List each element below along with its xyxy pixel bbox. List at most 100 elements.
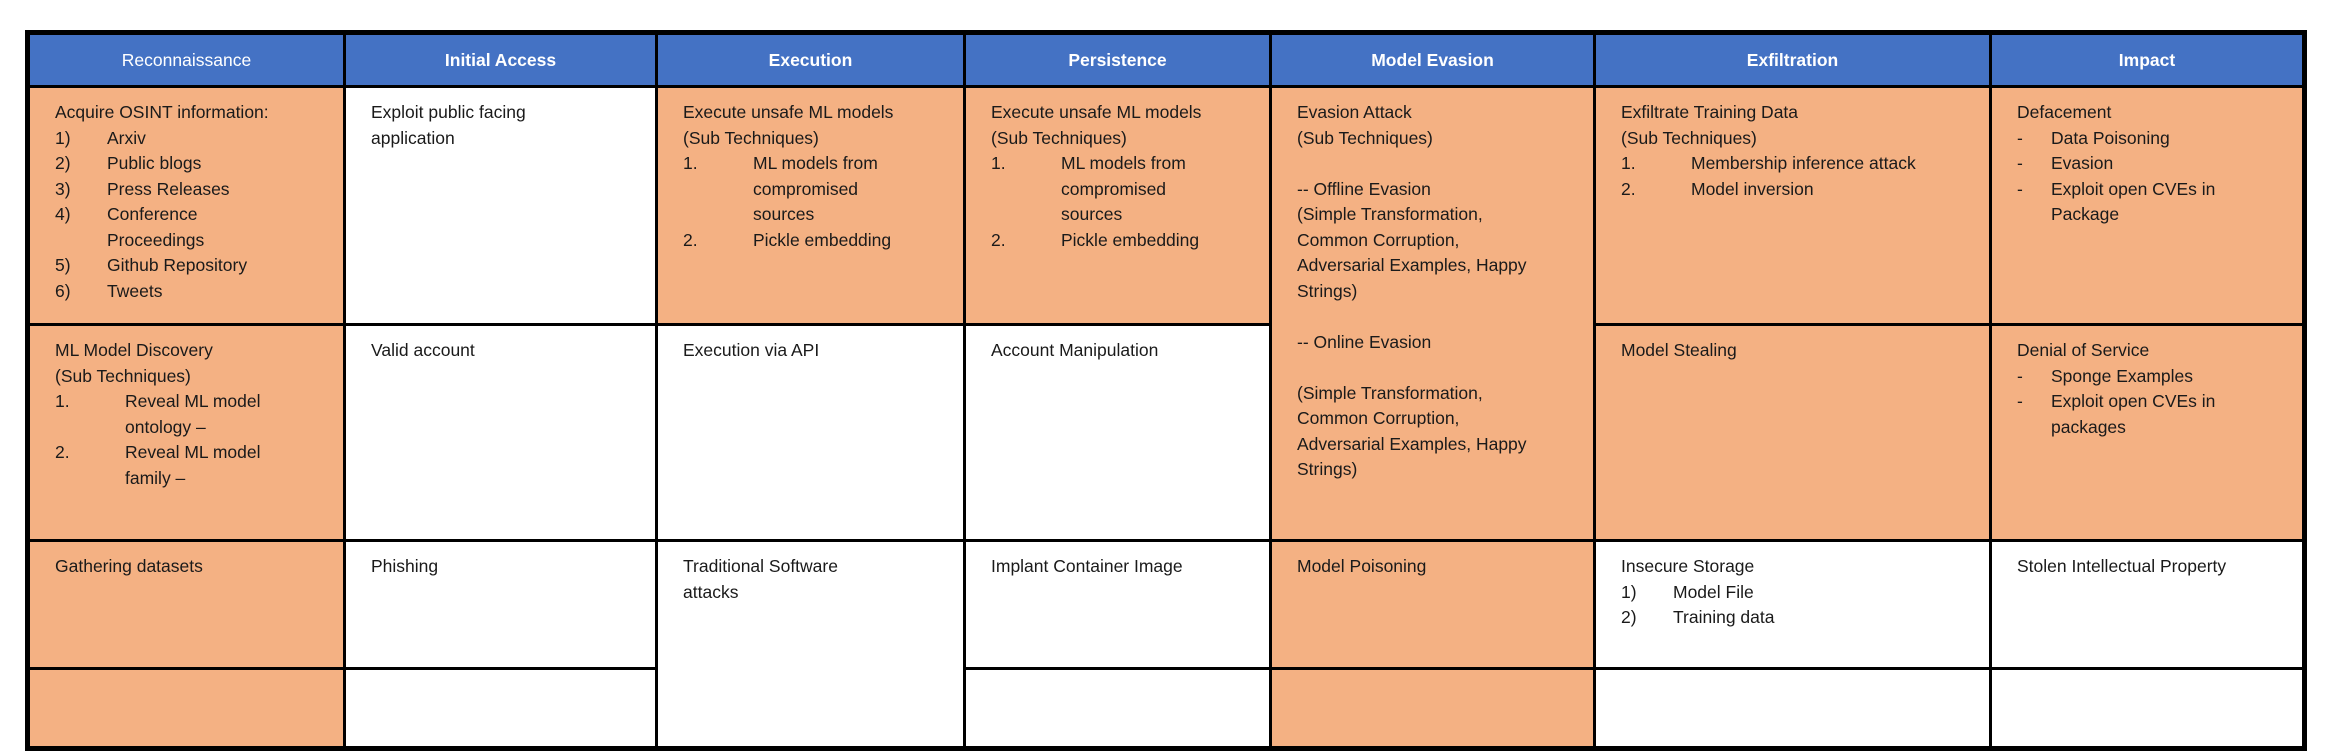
list-item: 1)Arxiv <box>55 126 321 152</box>
list-item: 5) Github Repository <box>55 253 321 279</box>
column-header-execution: Execution <box>655 31 966 88</box>
text-line: sources <box>683 202 941 228</box>
cell-text: Reveal ML model <box>125 391 261 411</box>
cell-text: Github Repository <box>107 255 248 275</box>
list-item: -Exploit open CVEs in <box>2017 177 2280 203</box>
list-item: 3) Press Releases <box>55 177 321 203</box>
list-marker: 1) <box>55 127 71 148</box>
cell-valid-account: Valid account <box>343 323 658 542</box>
cell-text: Insecure Storage <box>1621 556 1755 576</box>
cell-text: Strings) <box>1297 459 1358 479</box>
text-line: Implant Container Image <box>991 554 1247 580</box>
cell-text: (Sub Techniques) <box>55 365 191 386</box>
text-line: Account Manipulation <box>991 338 1247 364</box>
cell-text: Account Manipulation <box>991 340 1159 360</box>
text-line: Model Stealing <box>1621 338 1967 364</box>
cell-text: Denial of Service <box>2017 340 2150 360</box>
cell-model-stealing: Model Stealing <box>1593 323 1992 542</box>
text-line: Adversarial Examples, Happy <box>1297 253 1571 279</box>
text-line: Common Corruption, <box>1297 406 1571 432</box>
list-item: 1.Membership inference attack <box>1621 151 1967 177</box>
cell-text: (Sub Techniques) <box>683 127 819 148</box>
cell-text: Exploit open CVEs in <box>2051 178 2216 199</box>
cell-text: Exfiltrate Training Data <box>1621 102 1799 122</box>
text-line: Acquire OSINT information: <box>55 100 321 126</box>
cell-execution-via-api: Execution via API <box>655 323 966 542</box>
cell-text: Exploit public facing <box>371 102 526 122</box>
list-item: 2.Pickle embedding <box>683 228 941 254</box>
text-line: Phishing <box>371 554 633 580</box>
cell-reconnaissance-next <box>26 667 346 750</box>
text-line: (Sub Techniques) <box>1297 126 1571 152</box>
cell-text: Phishing <box>371 556 439 576</box>
cell-text: (Simple Transformation, <box>1297 204 1483 224</box>
text-line: (Sub Techniques) <box>1621 126 1967 152</box>
text-line <box>1297 304 1571 330</box>
text-line: Strings) <box>1297 457 1571 483</box>
cell-text: Package <box>2051 204 2120 224</box>
text-line: Execute unsafe ML models <box>683 100 941 126</box>
cell-gathering-datasets: Gathering datasets <box>26 539 346 670</box>
cell-stolen-intellectual-property: Stolen Intellectual Property <box>1989 539 2306 670</box>
list-marker: 2. <box>991 229 1006 250</box>
cell-ml-model-discovery: ML Model Discovery(Sub Techniques)1.Reve… <box>26 323 346 542</box>
cell-text: (Sub Techniques) <box>991 127 1127 148</box>
cell-execution-unsafe-ml-models: Execute unsafe ML models(Sub Techniques)… <box>655 85 966 326</box>
slide-canvas: Reconnaissance Initial Access Execution … <box>25 30 2307 751</box>
list-marker: 1. <box>991 153 1006 173</box>
text-line: Model Poisoning <box>1297 554 1571 580</box>
cell-text: Public blogs <box>107 153 202 173</box>
list-marker: 3) <box>55 178 71 199</box>
text-line: Adversarial Examples, Happy <box>1297 432 1571 458</box>
cell-text: Sponge Examples <box>2051 365 2194 386</box>
text-line: Evasion Attack <box>1297 100 1571 126</box>
cell-text: Membership inference attack <box>1691 153 1916 173</box>
cell-text: Acquire OSINT information: <box>55 102 269 122</box>
list-marker: 5) <box>55 255 71 275</box>
text-line: Package <box>2017 202 2280 228</box>
text-line: compromised <box>991 177 1247 203</box>
list-item: 2.Model inversion <box>1621 177 1967 203</box>
cell-text: Proceedings <box>107 229 205 250</box>
column-header-impact: Impact <box>1989 31 2306 88</box>
cell-text: application <box>371 127 455 148</box>
list-item: 6)Tweets <box>55 279 321 305</box>
list-item: 2)Public blogs <box>55 151 321 177</box>
cell-text: Tweets <box>107 280 163 301</box>
cell-text: attacks <box>683 581 739 602</box>
text-line: Exfiltrate Training Data <box>1621 100 1967 126</box>
text-line: Gathering datasets <box>55 554 321 580</box>
text-line: compromised <box>683 177 941 203</box>
cell-evasion-attack: Evasion Attack(Sub Techniques)-- Offline… <box>1269 85 1596 542</box>
cell-text: ML models from <box>753 153 878 173</box>
table-row: Gathering datasets Phishing Traditional … <box>26 539 2306 750</box>
text-line: (Simple Transformation, <box>1297 202 1571 228</box>
table-row: ML Model Discovery(Sub Techniques)1.Reve… <box>26 323 2306 542</box>
text-line: (Sub Techniques) <box>55 364 321 390</box>
text-line: Exploit public facing <box>371 100 633 126</box>
cell-exfiltrate-training-data: Exfiltrate Training Data (Sub Techniques)… <box>1593 85 1992 326</box>
cell-text: Pickle embedding <box>1061 229 1200 250</box>
cell-model-poisoning: Model Poisoning <box>1269 539 1596 670</box>
cell-text: Valid account <box>371 340 475 360</box>
list-item: -Evasion <box>2017 151 2280 177</box>
list-marker: 2. <box>683 229 698 250</box>
list-marker: - <box>2017 153 2023 173</box>
text-line: (Sub Techniques) <box>991 126 1247 152</box>
cell-text: Stolen Intellectual Property <box>2017 556 2227 576</box>
text-line: sources <box>991 202 1247 228</box>
cell-text: Defacement <box>2017 102 2112 122</box>
text-line: application <box>371 126 633 152</box>
cell-text: Training data <box>1673 607 1775 627</box>
list-item: 2)Training data <box>1621 605 1967 631</box>
cell-model-evasion-next <box>1269 667 1596 750</box>
cell-text: Adversarial Examples, Happy <box>1297 255 1527 275</box>
cell-text: Press Releases <box>107 178 230 199</box>
list-marker: - <box>2017 127 2023 148</box>
list-marker: 2. <box>1621 178 1636 199</box>
cell-text: sources <box>1061 204 1123 224</box>
